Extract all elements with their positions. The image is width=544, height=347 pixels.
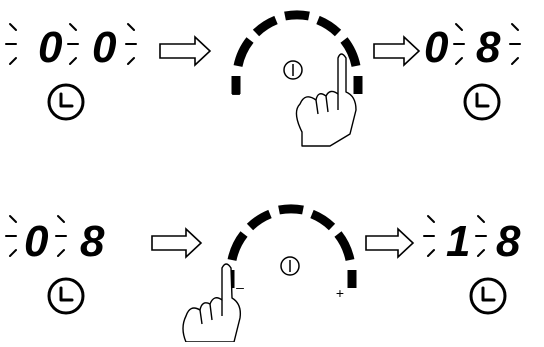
start-digit-left: 0	[24, 217, 49, 266]
dial-arc-segments	[230, 209, 352, 288]
arrow-right	[160, 37, 210, 65]
arrow-right	[374, 37, 419, 65]
end-digit-left: 0	[424, 23, 449, 72]
row-decrease: 0 8	[6, 209, 521, 342]
flash-marks-left	[424, 216, 434, 256]
flash-marks-right	[126, 24, 136, 64]
flash-marks-middle	[454, 24, 464, 64]
finger-hand-icon	[183, 264, 240, 342]
slider-dial: – +	[183, 209, 352, 342]
flash-marks-left	[6, 24, 16, 64]
flash-marks-left	[6, 216, 16, 256]
slider-dial: – +	[232, 15, 358, 146]
minus-label: –	[236, 279, 244, 295]
end-digit-right: 8	[496, 217, 521, 266]
plus-label: +	[336, 285, 344, 301]
end-digit-right: 8	[476, 23, 501, 72]
arrow-right	[366, 229, 413, 257]
flash-marks-middle	[476, 216, 486, 256]
start-digit-right: 8	[80, 217, 105, 266]
power-icon	[284, 61, 302, 79]
flash-marks-middle	[68, 24, 78, 64]
start-display: 0 8	[6, 216, 105, 313]
clock-icon	[49, 85, 83, 119]
clock-icon	[471, 279, 505, 313]
minus-label: –	[232, 85, 240, 101]
clock-icon	[465, 85, 499, 119]
start-digit-right: 0	[92, 23, 117, 72]
finger-hand-icon	[296, 54, 356, 146]
end-display: 0 8	[424, 23, 520, 119]
power-icon	[281, 257, 299, 275]
start-digit-left: 0	[38, 23, 63, 72]
start-display: 0 0	[6, 23, 136, 119]
end-display: 1 8	[424, 216, 521, 313]
clock-icon	[49, 279, 83, 313]
arrow-right	[152, 229, 201, 257]
flash-marks-right	[510, 24, 520, 64]
end-digit-left: 1	[446, 217, 470, 266]
flash-marks-middle	[56, 216, 66, 256]
row-increase: 0 0	[6, 15, 520, 146]
